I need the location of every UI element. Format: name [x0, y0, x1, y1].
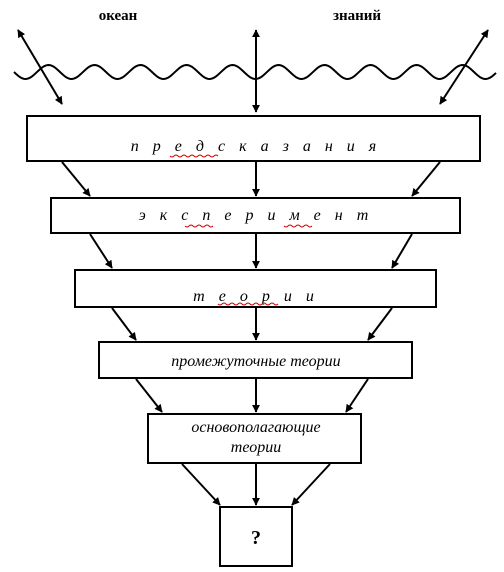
label-fundamental-theories-line1: основополагающие: [191, 419, 320, 436]
box-experiment: [50, 197, 461, 234]
box-theories: [74, 269, 437, 308]
label-unknown: ?: [251, 527, 261, 549]
arrow-2-right: [391, 233, 413, 269]
box-intermediate-theories: [98, 341, 413, 379]
spellcheck-underline: [169, 154, 219, 158]
top-left-double-arrow: [17, 29, 63, 105]
spellcheck-underline: [283, 224, 313, 228]
header-word-ocean: океан: [99, 8, 138, 24]
arrow-2-left: [89, 233, 113, 269]
arrow-4-right: [345, 378, 369, 413]
box-unknown: [219, 506, 293, 567]
arrow-1-right: [411, 161, 441, 197]
label-fundamental-theories-line2: теории: [231, 439, 281, 456]
label-intermediate-theories: промежуточные теории: [171, 353, 340, 370]
spellcheck-underline: [217, 302, 279, 306]
top-right-double-arrow: [439, 29, 489, 105]
box-predictions: [26, 115, 481, 162]
arrow-3-left: [111, 307, 137, 341]
label-experiment: э к с п е р и м е н т: [139, 207, 374, 224]
spellcheck-underline: [184, 224, 214, 228]
arrow-4-left: [135, 378, 163, 413]
box-fundamental-theories: [147, 413, 362, 464]
arrow-3-right: [367, 307, 393, 341]
arrow-1-left: [61, 161, 91, 197]
arrow-5-right: [291, 463, 331, 506]
header-word-knowledge: знаний: [333, 8, 381, 24]
label-predictions: п р е д с к а з а н и я: [131, 138, 381, 155]
label-theories: т е о р и и: [193, 288, 319, 305]
arrow-5-left: [181, 463, 221, 506]
